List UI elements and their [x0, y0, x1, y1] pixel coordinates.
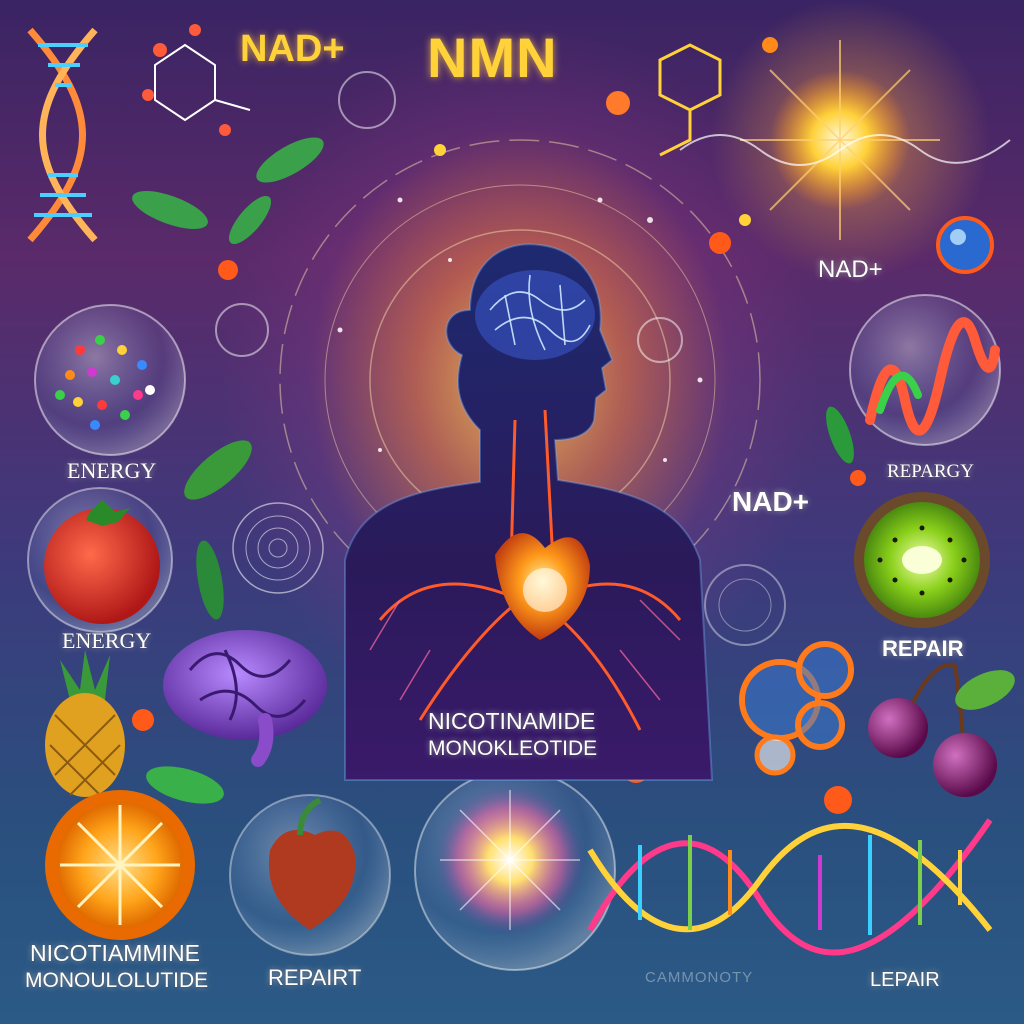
sun-burst-top-right — [679, 40, 1011, 240]
pineapple — [45, 650, 125, 797]
molecule-top-center — [658, 43, 722, 157]
orange-slice — [45, 790, 195, 940]
label-faded-bottom: CAMMONOTY — [645, 969, 754, 986]
leaf-right — [826, 406, 854, 464]
label-nad-mid: NAD+ — [732, 486, 810, 517]
dna-helix-bottom — [587, 818, 993, 956]
orange-particles — [132, 37, 866, 814]
label-repargy: REPARGY — [887, 461, 974, 482]
ring-bubbles-right — [704, 564, 786, 646]
dna-helix-top-left — [27, 27, 98, 243]
blue-orb — [936, 216, 994, 274]
label-lepair: LEPAIR — [870, 969, 940, 991]
leaf-mid-left — [196, 540, 224, 620]
title-nmn: NMN — [427, 26, 558, 89]
dna-rungs — [638, 835, 962, 935]
label-bottom-left-line2: MONOULOLUTIDE — [25, 969, 209, 992]
leaf-orange — [146, 766, 224, 804]
protein-helix-bubble — [849, 294, 1001, 446]
label-nad-top: NAD+ — [240, 28, 345, 70]
label-energy-2: ENERGY — [62, 628, 152, 653]
hexagon-molecule-right — [739, 641, 854, 776]
molecule-top-left — [154, 43, 251, 122]
label-energy-1: ENERGY — [67, 458, 157, 483]
leaf-left — [184, 440, 252, 500]
sparkles — [337, 197, 703, 462]
energy-burst-bubble — [414, 769, 616, 971]
label-center-line1: NICOTINAMIDE — [428, 708, 596, 734]
label-center-line2: MONOKLEOTIDE — [428, 737, 598, 760]
heart-organ-bubble — [229, 794, 391, 956]
particles-bubble — [34, 304, 186, 456]
label-nad-right: NAD+ — [818, 256, 883, 283]
kiwi — [854, 492, 990, 628]
cherries — [868, 662, 1015, 797]
label-repair-bottom: REPAIRT — [268, 965, 362, 990]
brain-illustration — [163, 630, 327, 767]
swirl-bubble — [232, 502, 324, 594]
label-bottom-left-line1: NICOTIAMMINE — [30, 940, 200, 966]
label-repair-right: REPAIR — [882, 636, 964, 661]
bubble-small-top — [215, 71, 683, 363]
human-silhouette — [344, 243, 714, 781]
leaf-cluster-top — [132, 137, 324, 245]
tomato — [27, 487, 173, 633]
